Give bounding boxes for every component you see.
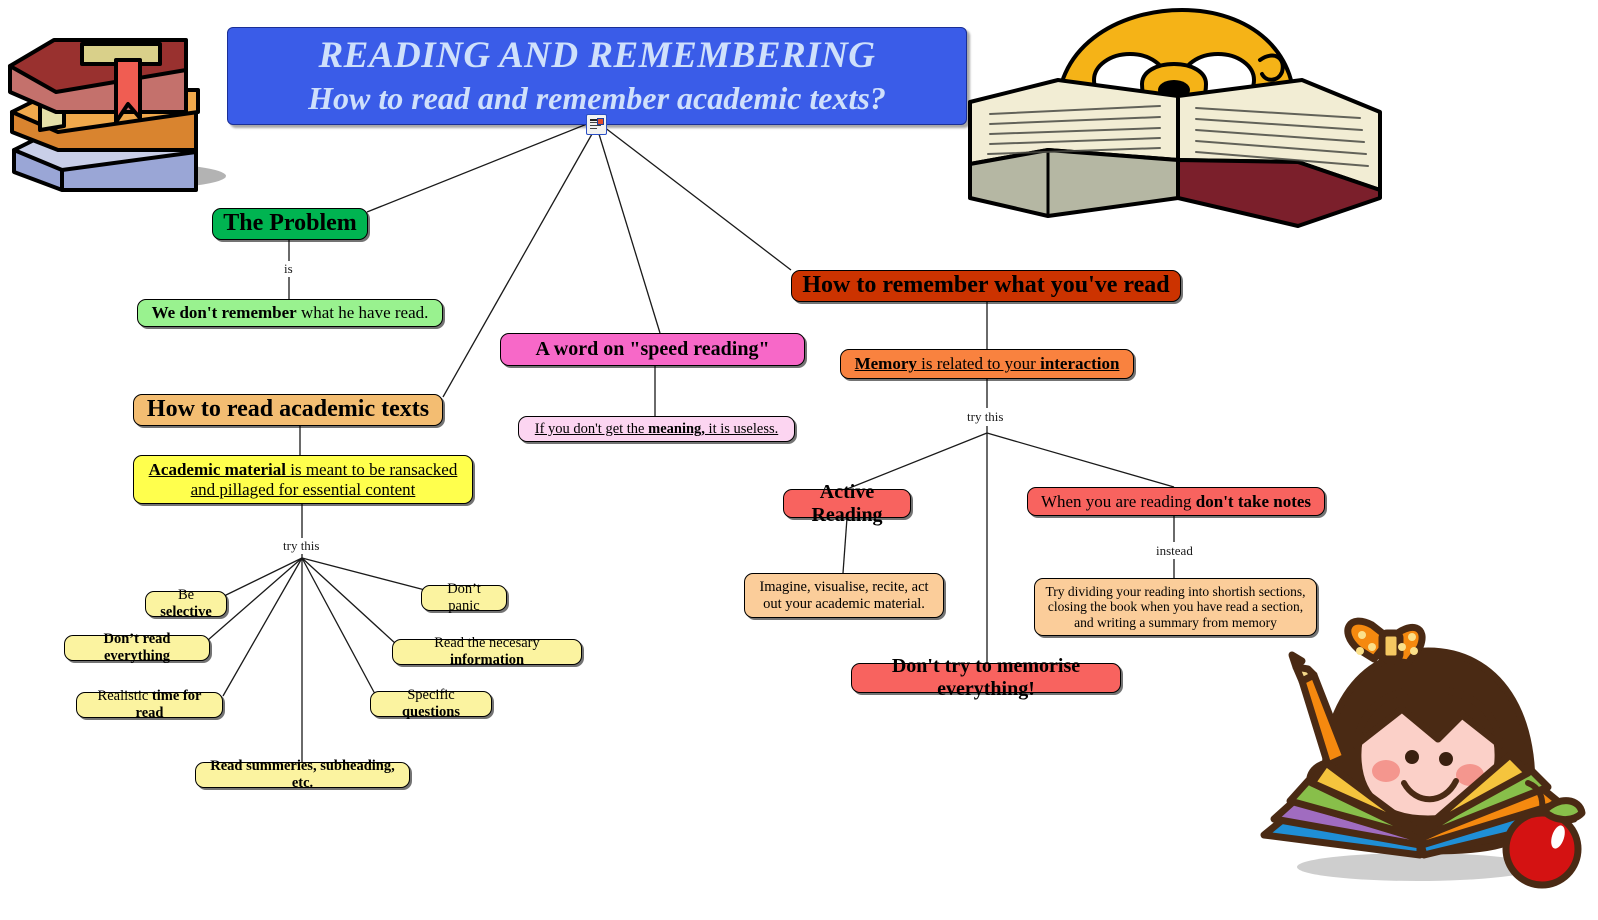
page-title-line1: READING AND REMEMBERING xyxy=(318,35,876,77)
node-speed-reading-label: A word on "speed reading" xyxy=(535,338,770,360)
page-title-banner: READING AND REMEMBERING How to read and … xyxy=(227,27,967,125)
node-active-reading-child-label: Imagine, visualise, recite, act out your… xyxy=(759,578,929,612)
node-the-problem[interactable]: The Problem xyxy=(212,208,368,240)
node-dont-memorise-everything[interactable]: Don't try to memorise everything! xyxy=(851,655,1121,700)
node-memory-interaction[interactable]: Memory is related to your interaction xyxy=(840,349,1134,379)
node-how-to-remember-label: How to remember what you've read xyxy=(802,272,1170,299)
node-tip-2-bold: time for read xyxy=(135,688,202,721)
girl-reading-book-icon xyxy=(1260,617,1586,889)
node-active-reading-child[interactable]: Imagine, visualise, recite, act out your… xyxy=(744,573,944,618)
node-memory-bold2: interaction xyxy=(1040,354,1120,374)
node-tip-realistic-time[interactable]: Realistic time for read xyxy=(76,688,223,721)
node-tip-dont-read-everything[interactable]: Don’t read everything xyxy=(64,631,210,664)
node-tip-3-bold: Read summeries, subheading, etc. xyxy=(210,758,395,791)
node-we-dont-remember[interactable]: We don't remember what he have read. xyxy=(137,299,443,327)
cartoon-dog-reading-book-icon xyxy=(968,8,1382,228)
node-how-to-read-label: How to read academic texts xyxy=(146,396,430,423)
node-speed-child-pre: If you don't get the xyxy=(534,420,649,437)
node-tip-0-plain: Be xyxy=(177,587,195,604)
node-tip-4-plain: Specific xyxy=(407,687,455,704)
node-active-reading-label: Active Reading xyxy=(811,480,883,526)
node-dont-take-notes[interactable]: When you are reading don't take notes xyxy=(1027,487,1325,516)
edge-label-problem-is: is xyxy=(281,261,296,277)
edge-label-academic-try-this: try this xyxy=(280,538,323,554)
node-how-to-read-academic-texts[interactable]: How to read academic texts xyxy=(133,394,443,426)
node-dont-take-notes-bold: don't take notes xyxy=(1195,491,1312,511)
node-tip-5-plain: Read the necesary xyxy=(434,635,540,652)
node-speed-reading[interactable]: A word on "speed reading" xyxy=(500,333,805,366)
edge-label-notes-instead: instead xyxy=(1153,543,1196,559)
node-the-problem-label: The Problem xyxy=(223,210,357,237)
edge-label-memory-try-this: try this xyxy=(964,409,1007,425)
node-dont-take-notes-child[interactable]: Try dividing your reading into shortish … xyxy=(1034,578,1317,636)
document-icon[interactable] xyxy=(586,114,607,135)
node-dont-take-notes-pre: When you are reading xyxy=(1040,491,1196,511)
node-tip-4-bold: questions xyxy=(401,704,461,720)
node-tip-0-bold: selective xyxy=(160,604,212,620)
node-tip-read-summaries[interactable]: Read summeries, subheading, etc. xyxy=(195,758,410,791)
node-we-dont-remember-bold: We don't remember xyxy=(151,303,297,323)
stacked-books-icon xyxy=(8,38,226,192)
node-active-reading[interactable]: Active Reading xyxy=(783,481,911,526)
node-tip-dont-panic[interactable]: Don’t panic xyxy=(421,581,507,614)
node-how-to-remember[interactable]: How to remember what you've read xyxy=(791,270,1181,302)
node-academic-material-bold: Academic material xyxy=(148,459,286,479)
node-academic-material-rest: is meant to be ransacked and pillaged fo… xyxy=(190,459,458,499)
node-tip-6-plain: Don’t panic xyxy=(447,581,481,614)
node-dont-memorise-label: Don't try to memorise everything! xyxy=(891,655,1081,700)
node-memory-bold: Memory xyxy=(854,354,917,374)
node-tip-1-bold: Don’t read everything xyxy=(103,631,171,664)
node-tip-2-plain: Realistic xyxy=(97,688,152,705)
node-speed-child-post: it is useless. xyxy=(704,420,779,437)
node-memory-rest: is related to your xyxy=(916,354,1041,374)
page-title-line2: How to read and remember academic texts? xyxy=(308,79,886,116)
node-tip-read-necessary-information[interactable]: Read the necesary information xyxy=(392,635,582,668)
node-tip-5-bold: information xyxy=(449,652,525,668)
node-speed-reading-child[interactable]: If you don't get the meaning, it is usel… xyxy=(518,416,795,442)
node-tip-specific-questions[interactable]: Specific questions xyxy=(370,687,492,720)
node-we-dont-remember-rest: what he have read. xyxy=(296,303,429,323)
node-academic-material[interactable]: Academic material is meant to be ransack… xyxy=(133,455,473,504)
node-tip-be-selective[interactable]: Be selective xyxy=(145,587,227,620)
node-dont-take-notes-child-label: Try dividing your reading into shortish … xyxy=(1045,583,1306,630)
node-speed-child-bold: meaning, xyxy=(648,420,705,437)
